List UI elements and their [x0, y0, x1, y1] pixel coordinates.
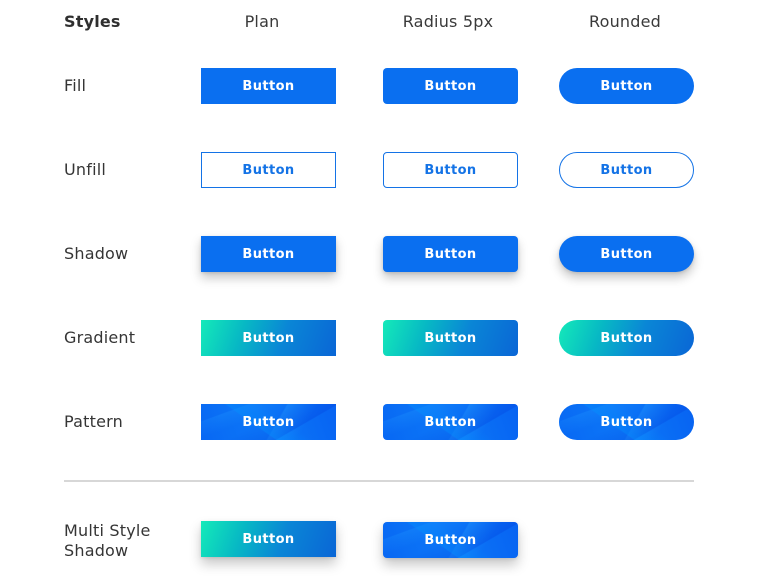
button-label: Button: [242, 246, 295, 262]
row-label-gradient: Gradient: [64, 328, 136, 347]
shadow-plan-button[interactable]: Button: [201, 236, 336, 272]
button-label: Button: [242, 414, 295, 430]
fill-plan-button[interactable]: Button: [201, 68, 336, 104]
header-radius-5px: Radius 5px: [402, 12, 494, 31]
gradient-radius-button[interactable]: Button: [383, 320, 518, 356]
unfill-radius-button[interactable]: Button: [383, 152, 518, 188]
button-label: Button: [242, 78, 295, 94]
fill-radius-button[interactable]: Button: [383, 68, 518, 104]
section-divider: [64, 480, 694, 482]
header-styles: Styles: [64, 12, 121, 31]
multi-shadow-gradient-button[interactable]: Button: [201, 521, 336, 557]
row-label-pattern: Pattern: [64, 412, 123, 431]
gradient-rounded-button[interactable]: Button: [559, 320, 694, 356]
row-label-fill: Fill: [64, 76, 87, 95]
unfill-plan-button[interactable]: Button: [201, 152, 336, 188]
button-label: Button: [242, 531, 295, 547]
row-label-unfill: Unfill: [64, 160, 107, 179]
gradient-plan-button[interactable]: Button: [201, 320, 336, 356]
button-label: Button: [242, 330, 295, 346]
pattern-radius-button[interactable]: Button: [383, 404, 518, 440]
unfill-rounded-button[interactable]: Button: [559, 152, 694, 188]
button-label: Button: [600, 246, 653, 262]
row-label-shadow: Shadow: [64, 244, 129, 263]
button-label: Button: [424, 246, 477, 262]
button-label: Button: [600, 330, 653, 346]
row-label-multi-style-shadow: Multi Style Shadow: [64, 521, 151, 561]
shadow-radius-button[interactable]: Button: [383, 236, 518, 272]
header-plan: Plan: [244, 12, 280, 31]
button-label: Button: [424, 532, 477, 548]
pattern-plan-button[interactable]: Button: [201, 404, 336, 440]
multi-label-line2: Shadow: [64, 541, 129, 560]
button-label: Button: [242, 162, 295, 178]
header-rounded: Rounded: [588, 12, 662, 31]
button-label: Button: [600, 162, 653, 178]
shadow-rounded-button[interactable]: Button: [559, 236, 694, 272]
fill-rounded-button[interactable]: Button: [559, 68, 694, 104]
button-label: Button: [424, 330, 477, 346]
pattern-rounded-button[interactable]: Button: [559, 404, 694, 440]
button-label: Button: [600, 414, 653, 430]
button-label: Button: [600, 78, 653, 94]
multi-label-line1: Multi Style: [64, 521, 151, 540]
button-label: Button: [424, 414, 477, 430]
multi-shadow-pattern-button[interactable]: Button: [383, 522, 518, 558]
button-label: Button: [424, 78, 477, 94]
button-label: Button: [424, 162, 477, 178]
